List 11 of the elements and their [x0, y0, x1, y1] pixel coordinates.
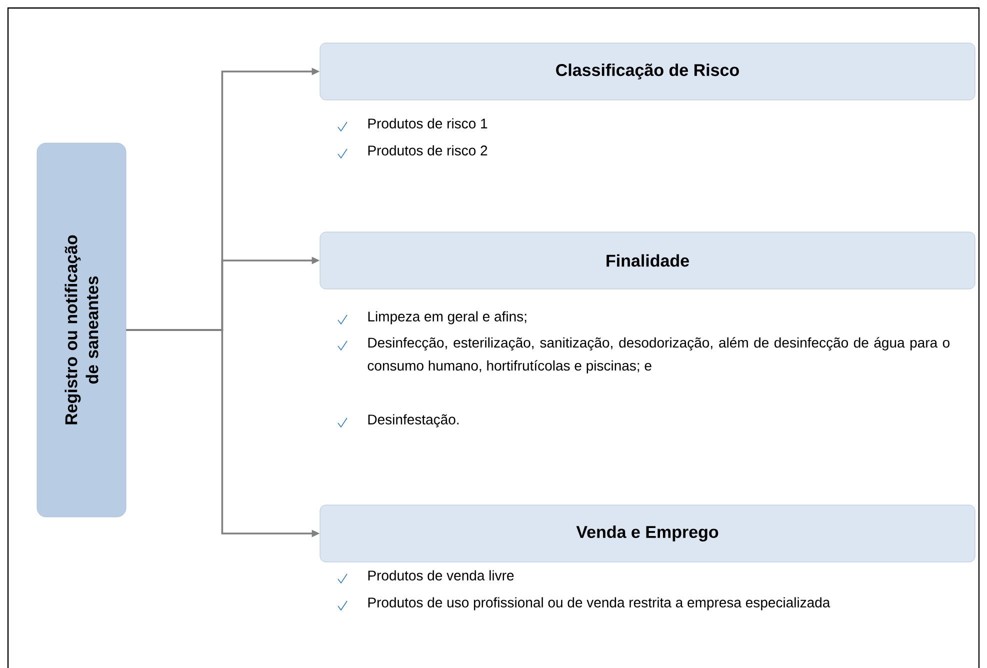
- bullet-text: Limpeza em geral e afins;: [368, 311, 526, 324]
- bullet-text: Produtos de risco 1: [368, 118, 488, 128]
- bullet-text: Produtos de venda livre: [368, 570, 514, 580]
- heading-box: Venda e Emprego: [320, 504, 976, 562]
- bullet-text: Desinfestação.: [368, 414, 459, 428]
- bullet-text: Desinfecção, esterilização, sanitização, desodorização, além de desinfecção de água para o consumo humano, hortifrutícolas e piscinas; e: [368, 337, 950, 374]
- heading-box: Finalidade: [320, 232, 976, 290]
- heading-box: Classificação de Risco: [320, 42, 976, 100]
- rotated-label-box: Registro ou notificação de saneantes: [36, 142, 126, 518]
- bullet-text: Produtos de uso profissional ou de venda restrita a empresa especializada: [368, 597, 830, 610]
- bullet-text: Produtos de risco 2: [368, 145, 488, 156]
